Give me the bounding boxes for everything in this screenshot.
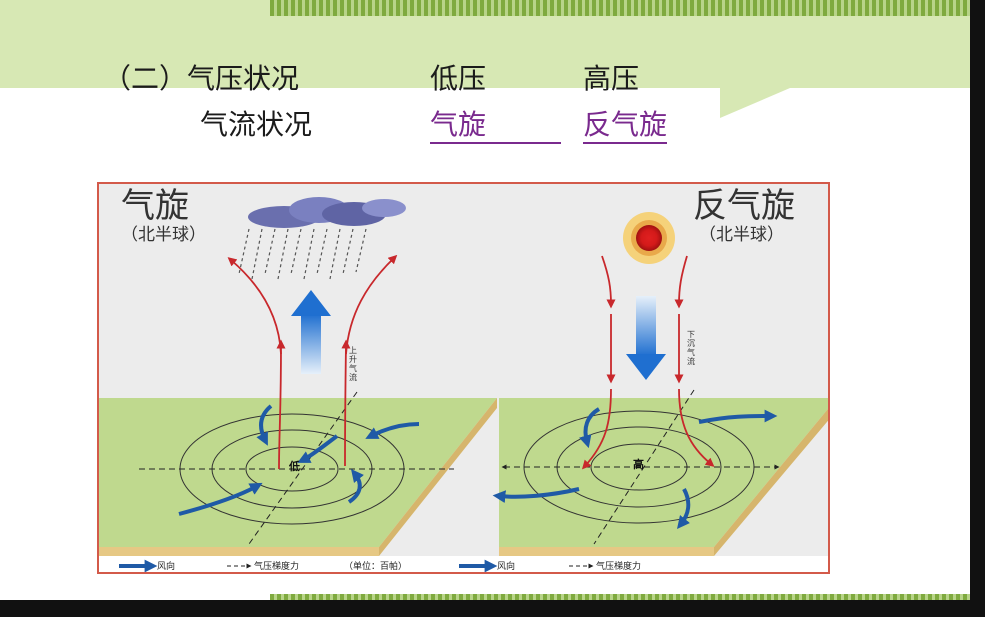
top-stripe bbox=[270, 0, 970, 16]
sun-icon bbox=[623, 212, 675, 264]
flow-low-answer: 气旋 bbox=[430, 103, 562, 144]
anticyclone-subtitle: （北半球） bbox=[699, 225, 784, 245]
cyclone-wind-arrows bbox=[178, 404, 420, 516]
flow-label: 气流状况 bbox=[200, 108, 313, 141]
rain-cloud-icon bbox=[238, 197, 406, 280]
bottom-stripe bbox=[270, 594, 970, 604]
legend-unit-label: （单位：百帕） bbox=[344, 562, 408, 572]
right-frame-bar bbox=[970, 0, 985, 617]
anticyclone-sinking-air bbox=[581, 255, 715, 470]
diagram-drawing bbox=[99, 197, 828, 572]
cyclone-subtitle: （北半球） bbox=[121, 225, 206, 245]
cyclone-title: 气旋 bbox=[121, 186, 189, 226]
anticyclone-center-label: 高 bbox=[633, 458, 644, 471]
legend-pgf-label-1: 气压梯度力 bbox=[254, 562, 300, 572]
legend-wind-label-1: 风向 bbox=[157, 562, 176, 572]
cyclone-anticyclone-diagram: 气旋 （北半球） 反气旋 （北半球） 上升气流 下沉气流 低 高 风向 气压梯度… bbox=[97, 182, 830, 574]
cyclone-rising-air-label: 上升气流 bbox=[349, 346, 357, 382]
pressure-low-label: 低压 bbox=[430, 62, 487, 95]
legend-pgf-label-2: 气压梯度力 bbox=[596, 562, 642, 572]
flow-high-text: 反气旋 bbox=[583, 108, 668, 144]
cyclone-updraft-arrow bbox=[291, 290, 331, 374]
flow-low-text: 气旋 bbox=[430, 108, 562, 144]
header-notch bbox=[720, 88, 790, 118]
anticyclone-sinking-air-label: 下沉气流 bbox=[687, 330, 695, 366]
flow-high-answer: 反气旋 bbox=[583, 103, 668, 144]
section-label: （二）气压状况 bbox=[103, 62, 300, 95]
cyclone-panel bbox=[99, 197, 497, 556]
bottom-frame-bar bbox=[0, 600, 985, 617]
anticyclone-downdraft-arrow bbox=[626, 296, 666, 380]
anticyclone-wind-arrows bbox=[492, 407, 778, 529]
anticyclone-panel bbox=[492, 212, 828, 556]
pressure-high-label: 高压 bbox=[583, 62, 640, 95]
legend-wind-label-2: 风向 bbox=[497, 562, 516, 572]
anticyclone-title: 反气旋 bbox=[693, 186, 795, 226]
cyclone-rising-air bbox=[227, 254, 398, 470]
cyclone-center-label: 低 bbox=[289, 460, 300, 473]
